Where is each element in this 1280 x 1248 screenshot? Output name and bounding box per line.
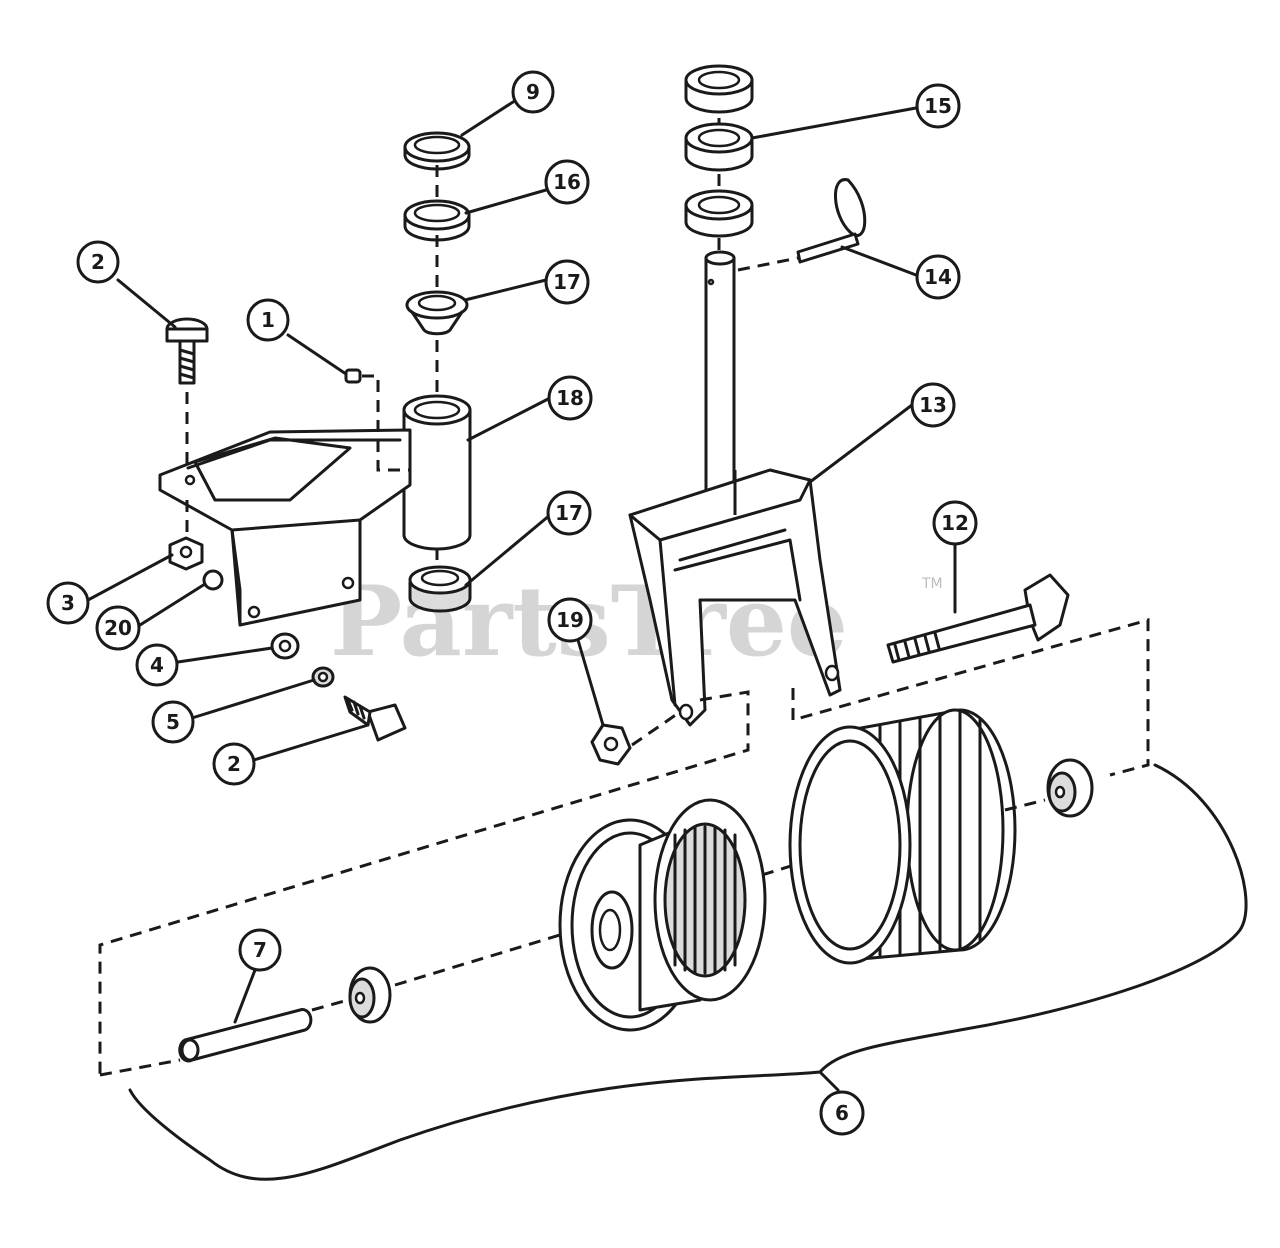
callout-6-label: 6 [835, 1101, 849, 1125]
callout-14-label: 14 [924, 265, 952, 289]
part-bolt-2-top [165, 317, 209, 465]
part-hitch-pin-14 [737, 178, 867, 272]
callout-19: 19 [547, 597, 593, 643]
callout-18: 18 [547, 375, 593, 421]
part-bushing-17-top [405, 290, 469, 336]
callout-4-label: 4 [150, 653, 164, 677]
leader-lines [86, 100, 957, 1092]
part-bearing-15-stack [684, 64, 754, 252]
part-small-gear-left [348, 966, 392, 1024]
callout-18-label: 18 [556, 386, 584, 410]
callout-17-top: 17 [544, 259, 590, 305]
callout-9-label: 9 [526, 80, 540, 104]
part-drum [788, 708, 1017, 965]
part-bearing-16 [403, 199, 471, 242]
part-fork-13 [628, 468, 842, 727]
callout-17-bottom: 17 [546, 490, 592, 536]
part-tube-18 [402, 394, 472, 551]
callout-14: 14 [915, 254, 961, 300]
part-small-gear-right [1046, 758, 1094, 818]
callout-1: 1 [246, 298, 290, 342]
part-mount-bracket [158, 428, 412, 627]
part-nut-19 [590, 710, 681, 766]
callout-4: 4 [135, 643, 179, 687]
callout-20: 20 [95, 605, 141, 651]
part-shaft [704, 250, 736, 520]
callout-2-top-label: 2 [91, 250, 105, 274]
callout-9: 9 [511, 70, 555, 114]
part-large-pulley [558, 798, 767, 1032]
callout-16: 16 [544, 159, 590, 205]
callout-17-top-label: 17 [553, 270, 581, 294]
part-pin-7 [178, 1008, 313, 1063]
callout-2-bottom-label: 2 [227, 752, 241, 776]
part-washer-4 [270, 632, 300, 660]
part-bushing-17-bottom [408, 565, 472, 613]
part-lockwasher-5 [311, 666, 335, 688]
callout-16-label: 16 [553, 170, 581, 194]
callout-5: 5 [151, 700, 195, 744]
callout-1-label: 1 [261, 308, 275, 332]
callout-19-label: 19 [556, 608, 584, 632]
callout-15-label: 15 [924, 94, 952, 118]
callout-2-bottom: 2 [212, 742, 256, 786]
part-nut-20 [202, 569, 224, 591]
callout-3-label: 3 [61, 591, 75, 615]
callout-20-label: 20 [104, 616, 132, 640]
callout-2-top: 2 [76, 240, 120, 284]
callout-13: 13 [910, 382, 956, 428]
callout-6: 6 [819, 1090, 865, 1136]
callout-7-label: 7 [253, 938, 267, 962]
part-nut-3 [168, 500, 204, 571]
callout-12: 12 [932, 500, 978, 546]
callout-3: 3 [46, 581, 90, 625]
part-bolt-12 [886, 573, 1070, 664]
callout-17-bottom-label: 17 [555, 501, 583, 525]
part-set-screw-1 [344, 368, 410, 472]
callout-12-label: 12 [941, 511, 969, 535]
watermark-trademark: TM [921, 576, 943, 592]
callout-13-label: 13 [919, 393, 947, 417]
part-seal-9 [403, 131, 471, 171]
callout-7: 7 [238, 928, 282, 972]
callout-15: 15 [915, 83, 961, 129]
callout-5-label: 5 [166, 710, 180, 734]
part-bolt-2-bottom [343, 695, 407, 742]
